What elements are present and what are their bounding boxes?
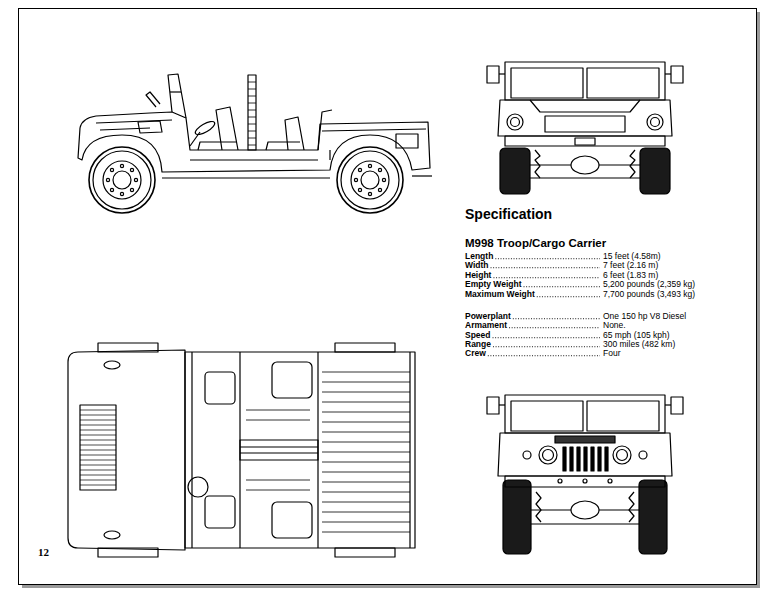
spec-value: 65 mph (105 kph) (603, 331, 670, 340)
spec-name-slot: Empty Weight (465, 280, 522, 289)
spec-name: Range (465, 340, 491, 349)
grille-view (487, 395, 683, 554)
spec-value-slot: 5,200 pounds (2,359 kg) (603, 280, 695, 289)
spec-value-slot: Four (603, 349, 620, 358)
section-heading-slot: Specification (465, 207, 552, 221)
spec-value-slot: 7 feet (2.16 m) (603, 261, 658, 270)
vehicle-name-slot: M998 Troop/Cargo Carrier (465, 238, 606, 250)
top-view (68, 343, 415, 557)
spec-name: Height (465, 271, 491, 280)
spec-value: Four (603, 349, 620, 358)
spec-value-slot: None. (603, 321, 626, 330)
spec-name-slot: Speed (465, 331, 491, 340)
dot-leader (493, 346, 600, 347)
side-view (78, 74, 432, 213)
rear-wheel (337, 147, 403, 213)
spec-name-slot: Maximum Weight (465, 290, 535, 299)
spec-name-slot: Range (465, 340, 491, 349)
dot-leader (495, 258, 600, 259)
spec-value: 7 feet (2.16 m) (603, 261, 658, 270)
spec-name: Crew (465, 349, 486, 358)
spec-value: 15 feet (4.58m) (603, 252, 661, 261)
spec-value: 5,200 pounds (2,359 kg) (603, 280, 695, 289)
spec-name: Length (465, 252, 493, 261)
dot-leader (509, 327, 600, 328)
spec-value: 300 miles (482 km) (603, 340, 675, 349)
spec-value-slot: 15 feet (4.58m) (603, 252, 661, 261)
spec-value: 6 feet (1.83 m) (603, 271, 658, 280)
spec-value-slot: One 150 hp V8 Diesel (603, 312, 686, 321)
vehicle-name: M998 Troop/Cargo Carrier (465, 238, 606, 250)
spec-name: Powerplant (465, 312, 511, 321)
dot-leader (491, 267, 600, 268)
spec-name-slot: Height (465, 271, 491, 280)
dot-leader (493, 277, 600, 278)
spec-name: Width (465, 261, 489, 270)
spec-name-slot: Length (465, 252, 493, 261)
front-view (487, 62, 683, 194)
spec-name: Speed (465, 331, 491, 340)
spec-value: 7,700 pounds (3,493 kg) (603, 290, 695, 299)
spec-name-slot: Width (465, 261, 489, 270)
dot-leader (493, 337, 600, 338)
spec-name-slot: Crew (465, 349, 486, 358)
spec-value-slot: 300 miles (482 km) (603, 340, 675, 349)
spec-value: None. (603, 321, 626, 330)
spec-name-slot: Armament (465, 321, 507, 330)
spec-value-slot: 65 mph (105 kph) (603, 331, 670, 340)
spec-name: Maximum Weight (465, 290, 535, 299)
spec-name-slot: Powerplant (465, 312, 511, 321)
dot-leader (537, 296, 600, 297)
spec-value-slot: 6 feet (1.83 m) (603, 271, 658, 280)
page-number-slot: 12 (38, 547, 49, 558)
dot-leader (524, 286, 600, 287)
spec-name: Armament (465, 321, 507, 330)
page-number: 12 (38, 547, 49, 558)
spec-name: Empty Weight (465, 280, 522, 289)
page-frame (19, 9, 757, 585)
section-heading: Specification (465, 207, 552, 221)
dot-leader (513, 318, 600, 319)
spec-value-slot: 7,700 pounds (3,493 kg) (603, 290, 695, 299)
dot-leader (488, 355, 600, 356)
front-wheel (89, 147, 155, 213)
spec-value: One 150 hp V8 Diesel (603, 312, 686, 321)
